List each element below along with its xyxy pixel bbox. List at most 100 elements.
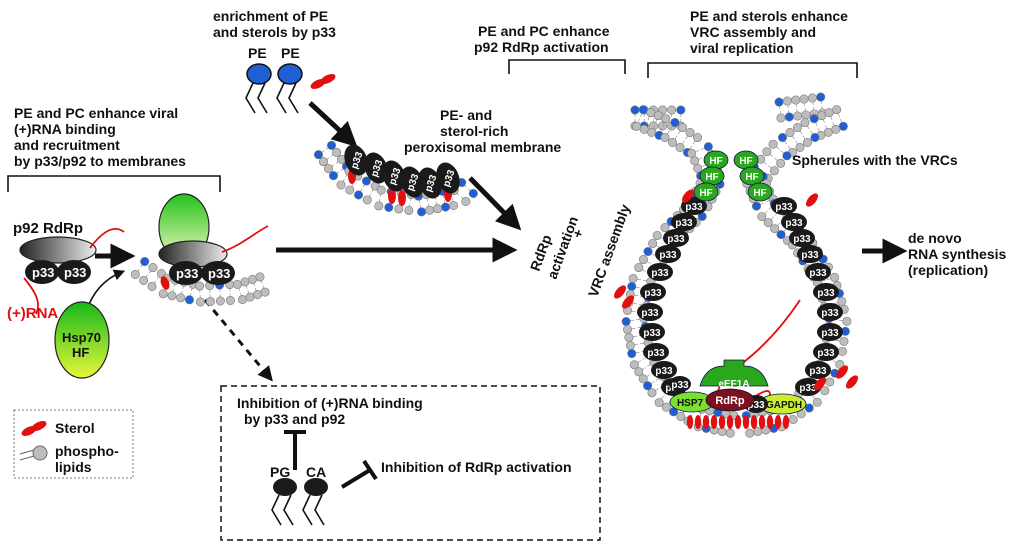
arrow-to-membrane bbox=[308, 101, 358, 148]
phospholipid bbox=[240, 277, 250, 287]
phospholipid bbox=[627, 349, 637, 359]
p33-label: p33 bbox=[675, 218, 693, 229]
phospholipid bbox=[628, 273, 638, 283]
phospholipid bbox=[638, 255, 648, 265]
phospholipid bbox=[837, 346, 847, 356]
phospholipid bbox=[763, 218, 773, 228]
phospholipid bbox=[668, 137, 678, 147]
phospholipid bbox=[784, 112, 794, 122]
p33-label: p33 bbox=[817, 288, 835, 299]
phospholipid bbox=[147, 281, 157, 291]
ca-lipid bbox=[302, 478, 328, 526]
perox-label-2: sterol-rich bbox=[440, 123, 508, 139]
phospholipid bbox=[215, 296, 225, 306]
p33-label: p33 bbox=[685, 202, 703, 213]
phospholipid bbox=[812, 397, 822, 407]
phospholipid bbox=[832, 105, 842, 115]
rna-strand-membrane bbox=[221, 225, 269, 253]
phospholipid bbox=[809, 114, 819, 124]
phospholipid bbox=[195, 281, 205, 291]
hf-label: HF bbox=[699, 188, 712, 199]
vrc-bracket bbox=[647, 62, 858, 78]
inhibition-box bbox=[220, 385, 601, 541]
phospholipid bbox=[817, 111, 827, 121]
p33-label: p33 bbox=[809, 268, 827, 279]
phospholipid bbox=[643, 247, 653, 257]
phospholipid bbox=[361, 176, 371, 186]
phospholipid bbox=[795, 142, 805, 152]
phospholipid bbox=[245, 292, 255, 302]
phospholipid bbox=[167, 291, 177, 301]
phospholipid bbox=[130, 269, 140, 279]
phospholipid bbox=[318, 157, 328, 167]
enrich-label-2: and sterols by p33 bbox=[213, 24, 336, 40]
phospholipid bbox=[461, 196, 471, 206]
phospholipid bbox=[677, 123, 687, 133]
phospholipid bbox=[643, 381, 653, 391]
left-bracket bbox=[7, 175, 221, 192]
phospholipid bbox=[247, 274, 257, 284]
phospholipid bbox=[725, 428, 735, 438]
phospholipid bbox=[205, 296, 215, 306]
phospholipid bbox=[327, 140, 337, 150]
p33-label: p33 bbox=[641, 308, 659, 319]
phospholipid bbox=[634, 263, 644, 273]
phospholipid bbox=[621, 317, 631, 327]
phospholipid bbox=[232, 279, 242, 289]
p33-label: p33 bbox=[747, 400, 765, 411]
phospholipid bbox=[788, 415, 798, 425]
phospholipid bbox=[634, 367, 644, 377]
phospholipid bbox=[139, 275, 149, 285]
rdrp-label: RdRp bbox=[715, 395, 745, 407]
p33-label: p33 bbox=[64, 265, 86, 280]
phospholipid bbox=[417, 207, 427, 217]
phospholipid bbox=[692, 133, 702, 143]
sterol-icon bbox=[310, 74, 336, 89]
legend-phospho-label-1: phospho- bbox=[55, 443, 119, 459]
phospholipid bbox=[148, 263, 158, 273]
phospholipid bbox=[176, 293, 186, 303]
left-label-4: by p33/p92 to membranes bbox=[14, 153, 186, 169]
eef1a-label: eEF1A bbox=[718, 379, 749, 390]
pg-lipid bbox=[271, 478, 297, 526]
phospholipid bbox=[661, 114, 671, 124]
phospholipid bbox=[323, 164, 333, 174]
p33-label: p33 bbox=[821, 328, 839, 339]
phospholipid bbox=[255, 272, 265, 282]
p33-label: p33 bbox=[775, 202, 793, 213]
phospholipid bbox=[687, 148, 697, 158]
arrow-dashed-inhibition bbox=[203, 299, 273, 382]
phospholipid bbox=[376, 185, 386, 195]
phospholipid bbox=[823, 127, 833, 137]
p33-label: p33 bbox=[799, 383, 817, 394]
p33-label: p33 bbox=[655, 366, 673, 377]
pe-lipid-1 bbox=[245, 63, 272, 114]
pe-lipid-2 bbox=[276, 63, 303, 114]
phospholipid bbox=[629, 360, 639, 370]
phospholipid bbox=[676, 411, 686, 421]
p33-label: p33 bbox=[643, 328, 661, 339]
phospholipid bbox=[404, 205, 414, 215]
rna-strand-bottom bbox=[23, 277, 39, 315]
p33-label: p33 bbox=[176, 266, 198, 281]
pe-label-a: PE bbox=[248, 45, 267, 61]
phospholipid bbox=[825, 377, 835, 387]
p33-label: p33 bbox=[793, 234, 811, 245]
phospholipid bbox=[313, 150, 323, 160]
legend-phospholipid-icon bbox=[19, 445, 48, 461]
left-label-3: and recruitment bbox=[14, 137, 120, 153]
hf-label: HF bbox=[739, 156, 752, 167]
phospholipid bbox=[632, 121, 642, 131]
phospholipid bbox=[468, 188, 478, 198]
phospholipid bbox=[770, 224, 780, 234]
phospholipid bbox=[751, 201, 761, 211]
p33-label: p33 bbox=[667, 234, 685, 245]
phospholipid bbox=[195, 297, 205, 307]
phospholipid bbox=[653, 111, 663, 121]
pc-rdrp-bracket bbox=[508, 59, 626, 74]
phospholipid bbox=[354, 190, 364, 200]
phospholipid bbox=[449, 200, 459, 210]
phospholipid bbox=[785, 128, 795, 138]
